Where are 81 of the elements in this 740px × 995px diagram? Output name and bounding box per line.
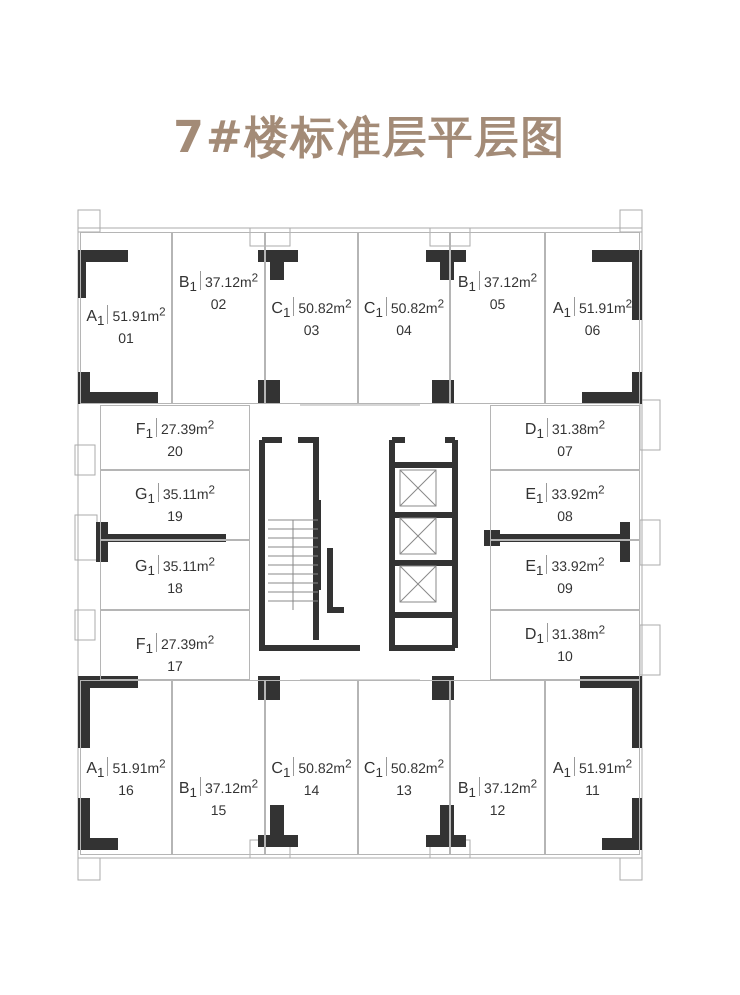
- unit-number: 19: [167, 508, 183, 524]
- unit-type: G$_{1}$: [134, 486, 155, 506]
- unit-room: [545, 680, 640, 855]
- unit-area: 50.82m$^{2}$: [386, 757, 444, 776]
- unit-area: 50.82m$^{2}$: [293, 757, 352, 776]
- unit-type: C$_{1}$: [364, 760, 383, 780]
- unit-area: 51.91m$^{2}$: [107, 757, 166, 776]
- unit-number: 01: [118, 330, 134, 346]
- unit-type: B$_{1}$: [458, 274, 476, 294]
- unit-room: [100, 610, 250, 680]
- unit-room: [265, 232, 358, 404]
- unit-room: [80, 680, 172, 855]
- unit-room: [545, 232, 640, 404]
- unit-type: D$_{1}$: [524, 420, 544, 441]
- unit-room: [358, 680, 450, 855]
- unit-type: B$_{1}$: [178, 274, 197, 294]
- unit-number: 08: [557, 508, 573, 524]
- unit-room: [172, 232, 265, 404]
- unit-area: 51.91m$^{2}$: [574, 297, 632, 316]
- unit-area: 27.39m$^{2}$: [156, 633, 214, 652]
- unit-number: 04: [396, 322, 412, 338]
- unit-number: 17: [167, 658, 183, 674]
- unit-type: A$_{1}$: [552, 300, 571, 320]
- unit-number: 20: [167, 442, 183, 459]
- unit-room: [490, 470, 640, 540]
- unit-type: E$_{1}$: [525, 558, 544, 578]
- unit-type: A$_{1}$: [86, 308, 104, 328]
- unit-number: 09: [557, 580, 573, 596]
- unit-room: [490, 405, 640, 470]
- unit-room: [450, 680, 545, 855]
- unit-room: [490, 610, 640, 680]
- unit-room: [358, 232, 450, 404]
- unit-area: 50.82m$^{2}$: [386, 297, 444, 316]
- unit-area: 35.11m$^{2}$: [158, 483, 216, 502]
- unit-room: [80, 232, 172, 404]
- unit-number: 16: [118, 782, 134, 798]
- unit-type: C$_{1}$: [364, 300, 383, 320]
- unit-type: C$_{1}$: [271, 760, 290, 780]
- unit-area: 51.91m$^{2}$: [107, 305, 166, 324]
- unit-area: 27.39m$^{2}$: [156, 418, 214, 437]
- unit-type: F$_{1}$: [136, 420, 153, 441]
- unit-area: 51.91m$^{2}$: [574, 757, 632, 776]
- unit-room: [100, 540, 250, 610]
- unit-room: [100, 470, 250, 540]
- unit-type: B$_{1}$: [178, 780, 197, 800]
- unit-type: F$_{1}$: [136, 636, 153, 656]
- unit-number: 06: [584, 322, 600, 338]
- unit-room: [450, 232, 545, 404]
- unit-area: 33.92m$^{2}$: [546, 483, 605, 502]
- unit-number: 07: [557, 442, 573, 459]
- plan-title: 7#楼标准层平层图: [173, 111, 567, 165]
- unit-room: [490, 540, 640, 610]
- unit-type: C$_{1}$: [271, 300, 290, 320]
- unit-number: 02: [210, 296, 226, 312]
- unit-number: 03: [304, 322, 320, 338]
- unit-number: 14: [304, 782, 320, 798]
- unit-number: 18: [167, 580, 183, 596]
- unit-number: 12: [490, 802, 506, 818]
- unit-area: 35.11m$^{2}$: [158, 555, 216, 574]
- unit-room: [172, 680, 265, 855]
- unit-room: [265, 680, 358, 855]
- unit-area: 33.92m$^{2}$: [546, 555, 605, 574]
- unit-area: 50.82m$^{2}$: [293, 297, 352, 316]
- unit-area: 31.38m$^{2}$: [546, 418, 606, 437]
- unit-number: 11: [585, 782, 600, 798]
- unit-type: A$_{1}$: [86, 760, 104, 780]
- unit-number: 13: [396, 782, 412, 798]
- unit-area: 37.12m$^{2}$: [200, 777, 258, 796]
- unit-area: 37.12m$^{2}$: [478, 271, 538, 290]
- unit-type: A$_{1}$: [552, 760, 571, 780]
- unit-room: [100, 405, 250, 470]
- unit-number: 15: [210, 802, 226, 818]
- unit-type: G$_{1}$: [134, 558, 155, 578]
- unit-area: 37.12m$^{2}$: [478, 777, 538, 796]
- unit-type: B$_{1}$: [458, 780, 476, 800]
- unit-number: 10: [557, 648, 573, 664]
- unit-type: E$_{1}$: [525, 486, 544, 506]
- unit-number: 05: [490, 296, 506, 312]
- unit-type: D$_{1}$: [524, 626, 544, 646]
- unit-area: 37.12m$^{2}$: [200, 271, 258, 290]
- unit-area: 31.38m$^{2}$: [546, 623, 606, 642]
